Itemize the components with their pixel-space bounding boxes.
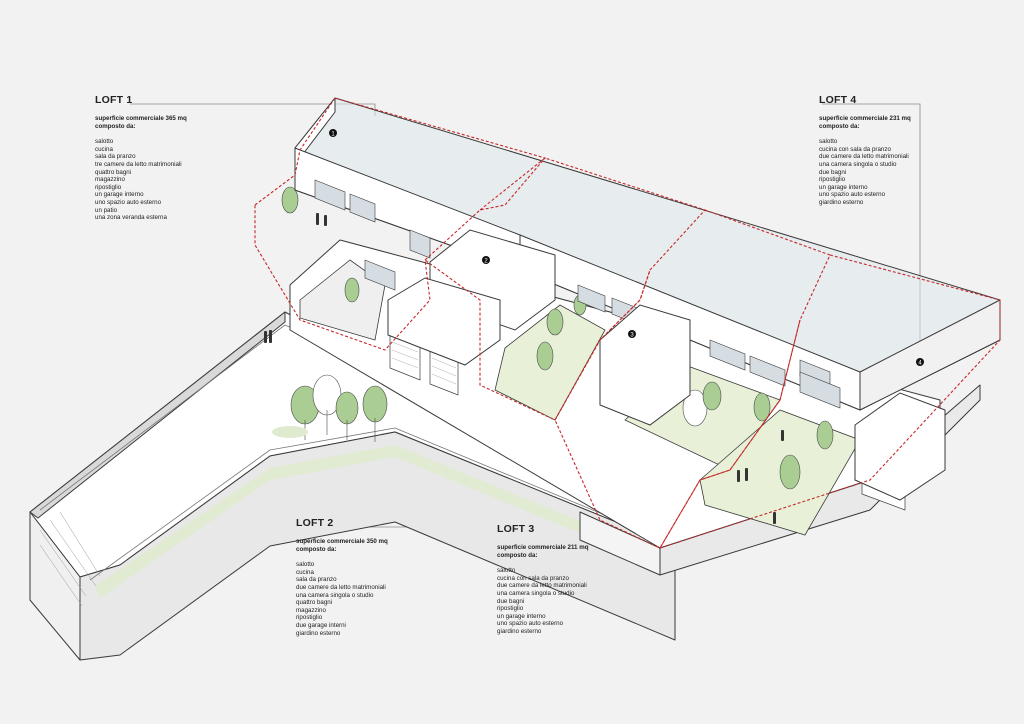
loft2-room: sala da pranzo (296, 576, 337, 584)
roof-terrace (29, 311, 676, 661)
loft1-room: uno spazio auto esterno (95, 198, 162, 206)
loft4-room-list: salotto cucina con sala da pranzo due ca… (819, 138, 939, 206)
loft4-room: una camera singola o studio (819, 160, 897, 168)
marker-loft3: 3 (628, 330, 636, 339)
marker-loft2-label: 2 (484, 259, 488, 265)
loft3-room: due camere da letto matrimoniali (497, 582, 587, 590)
loft4-room: ripostiglio (819, 176, 846, 184)
loft2-room: una camera singola o studio (296, 591, 374, 599)
boundary-loft4 (658, 254, 1001, 549)
loft1-room: magazzino (95, 176, 125, 184)
loft4-info-panel: LOFT 4 superficie commerciale 231 mq com… (819, 94, 939, 207)
loft1-room: un garage interno (95, 191, 144, 199)
loft1-room: salotto (95, 138, 114, 146)
loft2-room: cucina (296, 568, 314, 576)
boundary-loft2 (424, 157, 706, 421)
loft3-room: giardino esterno (497, 627, 542, 635)
loft2-room-list: salotto cucina sala da pranzo due camere… (296, 561, 446, 637)
loft2-room: due garage interni (296, 621, 346, 629)
loft3-info-panel: LOFT 3 superficie commerciale 211 mq com… (497, 523, 647, 636)
loft4-room: cucina con sala da pranzo (819, 145, 891, 153)
loft3-room: due bagni (497, 597, 525, 605)
loft2-room: giardino esterno (296, 629, 341, 637)
marker-loft1-label: 1 (331, 132, 335, 138)
loft4-title: LOFT 4 (819, 94, 857, 106)
loft2-title: LOFT 2 (296, 517, 334, 529)
loft2-room: quattro bagni (296, 599, 333, 607)
leader-loft4 (822, 103, 921, 360)
loft2-room: salotto (296, 561, 315, 569)
loft3-room-list: salotto cucina con sala da pranzo due ca… (497, 567, 647, 635)
loft-markers: 1 2 3 4 (329, 129, 924, 367)
loft1-room: cucina (95, 145, 113, 153)
loft4-room: due camere da letto matrimoniali (819, 153, 909, 161)
loft3-title: LOFT 3 (497, 523, 535, 535)
loft4-room: salotto (819, 138, 838, 146)
loft-boundaries (254, 97, 1001, 549)
loft1-info-panel: LOFT 1 superficie commerciale 365 mq com… (95, 94, 245, 222)
loft1-room-list: salotto cucina sala da pranzo tre camere… (95, 138, 245, 222)
loft2-room: ripostiglio (296, 614, 323, 622)
loft4-room: un garage interno (819, 183, 868, 191)
boundary-loft1 (254, 97, 546, 351)
loft1-title: LOFT 1 (95, 94, 133, 106)
loft3-room: ripostiglio (497, 605, 524, 613)
box-volumes (387, 229, 946, 501)
loft1-room: una zona veranda esterna (95, 214, 167, 222)
loft1-room: ripostiglio (95, 183, 122, 191)
loft2-room: due camere da letto matrimoniali (296, 583, 386, 591)
loft4-room: giardino esterno (819, 198, 864, 206)
loft1-room: quattro bagni (95, 168, 132, 176)
loft2-room: magazzino (296, 606, 326, 614)
loft3-room: salotto (497, 567, 516, 575)
loft4-room: uno spazio auto esterno (819, 191, 886, 199)
loft3-subtitle: superficie commerciale 211 mq composto d… (497, 544, 589, 559)
loft3-room: uno spazio auto esterno (497, 620, 564, 628)
loft1-room: sala da pranzo (95, 153, 136, 161)
boundary-loft3 (554, 209, 831, 549)
loft1-room: un patio (95, 206, 118, 214)
loft2-subtitle: superficie commerciale 350 mq composto d… (296, 538, 388, 553)
loft3-room: un garage interno (497, 612, 546, 620)
marker-loft4: 4 (916, 358, 924, 367)
loft3-room: una camera singola o studio (497, 589, 575, 597)
marker-loft3-label: 3 (630, 333, 634, 339)
loft4-room: due bagni (819, 168, 847, 176)
marker-loft1: 1 (329, 129, 337, 138)
garden-trees (281, 186, 834, 490)
loft1-room: tre camere da letto matrimoniali (95, 160, 182, 168)
terrace-trees (272, 374, 388, 442)
marker-loft2: 2 (482, 256, 490, 265)
loft3-room: cucina con sala da pranzo (497, 574, 569, 582)
loft4-subtitle: superficie commerciale 231 mq composto d… (819, 115, 911, 130)
loft1-subtitle: superficie commerciale 365 mq composto d… (95, 115, 187, 130)
loft2-info-panel: LOFT 2 superficie commerciale 350 mq com… (296, 517, 446, 637)
marker-loft4-label: 4 (918, 361, 922, 367)
